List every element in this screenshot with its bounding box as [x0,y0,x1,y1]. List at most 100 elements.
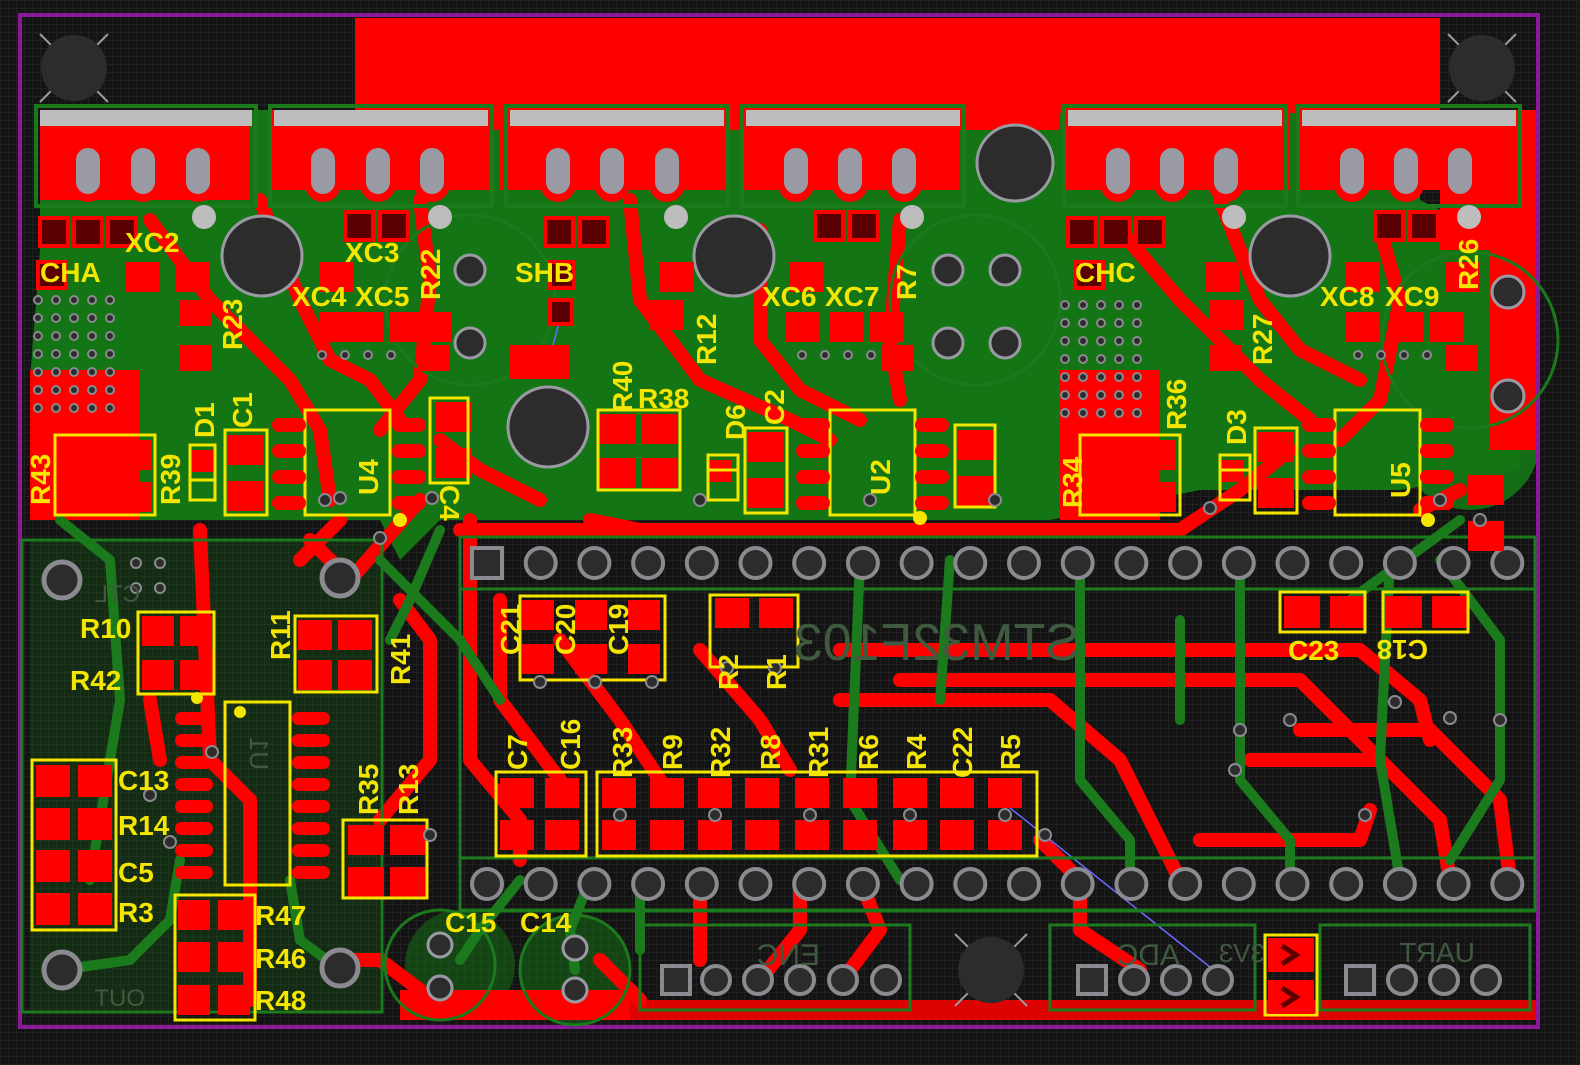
smd-pad[interactable] [1205,262,1239,292]
smd-pad[interactable] [338,660,372,690]
thermal-via[interactable] [1078,300,1088,310]
terminal-drill[interactable] [655,148,679,194]
smd-pad[interactable] [218,985,250,1015]
header-pin[interactable] [577,546,612,580]
smd-pad[interactable] [350,312,384,342]
thermal-via[interactable] [1114,300,1124,310]
header-pin[interactable] [845,546,880,580]
smd-pad[interactable] [1345,262,1379,292]
thermal-via[interactable] [51,295,61,305]
smd-pad[interactable] [348,867,384,897]
ic-pin[interactable] [392,470,426,484]
ic-pin[interactable] [175,712,213,725]
thermal-via[interactable] [1132,390,1142,400]
thermal-via[interactable] [69,385,79,395]
ic-pin[interactable] [1420,444,1454,458]
connector-pin[interactable] [700,964,732,996]
smd-pad[interactable] [575,644,607,674]
smd-pad[interactable] [1085,440,1121,470]
thermal-via[interactable] [105,295,115,305]
via[interactable] [423,828,437,842]
thermal-via[interactable] [33,403,43,413]
connector-pin[interactable] [1160,964,1192,996]
thermal-via[interactable] [1114,354,1124,364]
smd-pad[interactable] [790,262,824,292]
smd-pad[interactable] [628,644,660,674]
header-pin[interactable] [1275,867,1310,901]
header-pin[interactable] [1168,867,1203,901]
smd-pad[interactable] [1210,345,1242,371]
via[interactable] [863,493,877,507]
module-small-pin[interactable] [130,582,142,594]
header-pin[interactable] [738,867,773,901]
smd-pad[interactable] [745,778,779,808]
ic-pin[interactable] [292,756,330,769]
via[interactable] [1283,713,1297,727]
ic-pin[interactable] [1420,470,1454,484]
thermal-via[interactable] [317,350,327,360]
terminal-drill[interactable] [1106,148,1130,194]
smd-pad[interactable] [418,312,452,342]
ic-pin[interactable] [175,822,213,835]
header-pin[interactable] [631,867,666,901]
smd-pad[interactable] [642,414,678,444]
header-pin[interactable] [1168,546,1203,580]
connector-pin[interactable] [742,964,774,996]
solder-jumper[interactable] [1268,938,1314,1014]
thermal-via[interactable] [105,313,115,323]
connector-pin[interactable] [1470,964,1502,996]
ic-pin[interactable] [292,866,330,879]
header-pin[interactable] [523,546,558,580]
mounting-hole[interactable] [506,385,590,469]
smd-pad[interactable] [745,820,779,850]
ic-pin[interactable] [272,444,306,458]
connector-pin[interactable] [1118,964,1150,996]
via[interactable] [1493,713,1507,727]
via[interactable] [318,493,332,507]
smd-pad[interactable] [1468,475,1504,505]
ic-pin[interactable] [1302,496,1336,510]
thermal-via[interactable] [1060,390,1070,400]
thermal-via[interactable] [1078,318,1088,328]
thermal-via[interactable] [51,385,61,395]
smd-pad[interactable] [500,820,534,850]
header-pin[interactable] [1382,546,1417,580]
ic-pin[interactable] [292,844,330,857]
ic-pin[interactable] [915,418,949,432]
via[interactable] [143,788,157,802]
smd-pad[interactable] [1345,312,1379,342]
ic-pin[interactable] [392,444,426,458]
thermal-via[interactable] [69,367,79,377]
smd-pad[interactable] [748,432,784,462]
via[interactable] [708,808,722,822]
thermal-via[interactable] [33,367,43,377]
connector-pin[interactable] [1202,964,1234,996]
jumper-pads[interactable] [36,210,1440,326]
smd-pad[interactable] [1140,440,1176,470]
connector-pin-1[interactable] [660,964,692,996]
smd-pad[interactable] [650,300,684,330]
ic-pin[interactable] [292,712,330,725]
smd-pad[interactable] [142,616,174,646]
via[interactable] [533,675,547,689]
thermal-via[interactable] [1353,350,1363,360]
diode-pad[interactable] [192,450,214,472]
thermal-via[interactable] [1114,390,1124,400]
thermal-via[interactable] [33,349,43,359]
smd-pad[interactable] [1386,596,1422,628]
ic-pin[interactable] [1420,418,1454,432]
smd-pad[interactable] [36,765,70,797]
ic-pin[interactable] [796,444,830,458]
smd-pad[interactable] [785,312,819,342]
via[interactable] [373,531,387,545]
smd-pad[interactable] [78,808,112,840]
thermal-via[interactable] [33,295,43,305]
smd-pad[interactable] [522,600,554,630]
smd-pad[interactable] [228,435,264,465]
terminal-drill[interactable] [838,148,862,194]
ic-pin[interactable] [175,778,213,791]
header-pin[interactable] [1436,546,1471,580]
connector-pin-1[interactable] [1344,964,1376,996]
ic-pin[interactable] [175,800,213,813]
header-pin[interactable] [523,867,558,901]
